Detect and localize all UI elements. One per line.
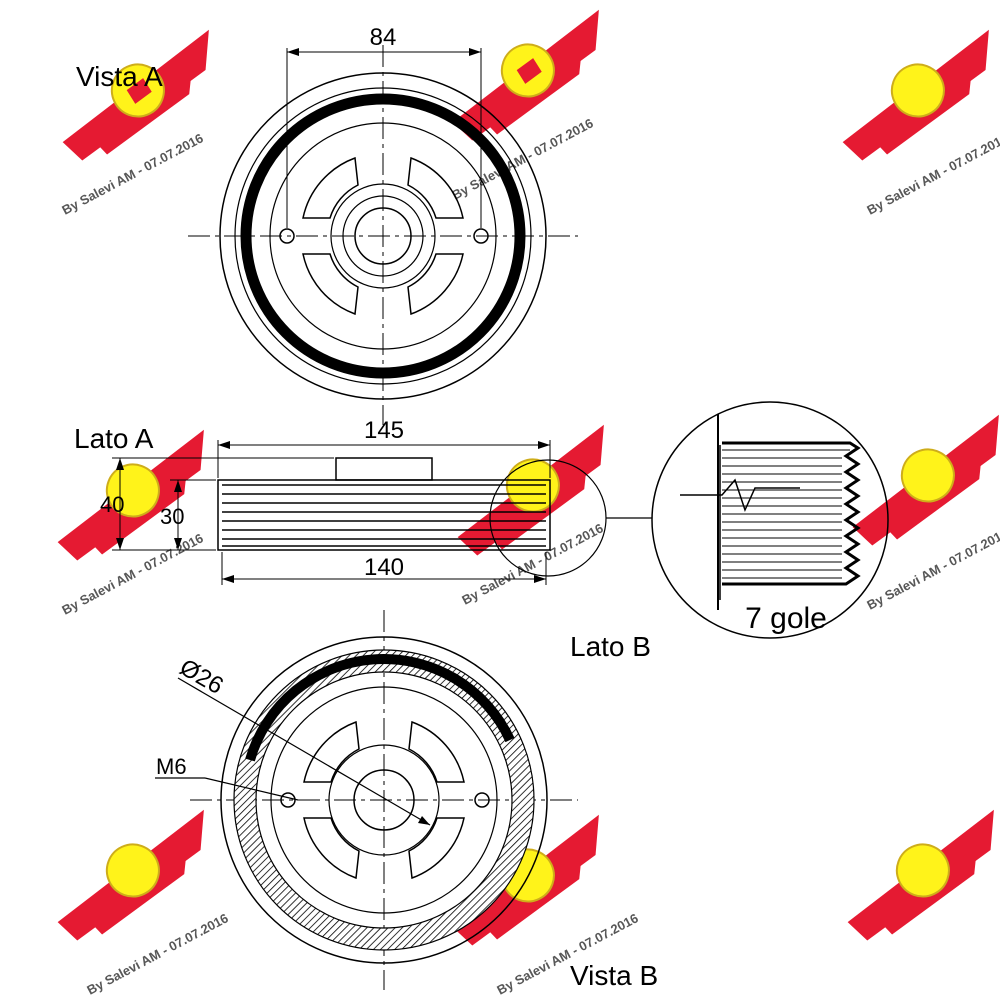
spoke-window — [407, 253, 464, 316]
label-vista-b: Vista B — [570, 960, 658, 991]
arrow — [116, 458, 124, 470]
hub-outer — [328, 744, 440, 856]
arrow — [469, 48, 481, 56]
dim-outer-diameter: 145 — [364, 417, 404, 444]
dim-thread: M6 — [156, 754, 187, 779]
hub-outer — [330, 183, 436, 289]
label-lato-a: Lato A — [74, 423, 154, 454]
spoke-window — [408, 817, 465, 880]
dim-bore: Ø26 — [175, 654, 228, 700]
watermark-logo — [842, 29, 989, 161]
belt-ring-outer — [234, 87, 532, 385]
rib-profile — [722, 441, 861, 586]
hub-mid — [342, 195, 424, 277]
watermark-logo — [57, 809, 204, 941]
spoke-window — [303, 817, 360, 880]
watermark-logo — [452, 9, 599, 141]
spoke-window — [407, 156, 464, 219]
rib-hatch — [722, 449, 850, 579]
bolt-hole — [280, 792, 296, 808]
outer-rim — [220, 636, 548, 964]
bolt-hole — [279, 228, 295, 244]
arrow — [116, 538, 124, 550]
arrow — [222, 575, 234, 583]
spoke-window — [302, 253, 359, 316]
hatched-ring-inner-edge — [255, 671, 513, 929]
belt-ribs — [222, 484, 546, 547]
bolt-hole — [473, 228, 489, 244]
dim-belt-width: 140 — [364, 554, 404, 581]
outer-rim — [219, 72, 547, 400]
hub-disc — [270, 686, 498, 914]
bolt-hole — [474, 792, 490, 808]
watermark-logo — [847, 809, 994, 941]
label-vista-a: Vista A — [76, 61, 163, 92]
bore — [353, 769, 415, 831]
hatched-ring-outer-edge — [233, 649, 535, 951]
break-symbol — [680, 478, 800, 513]
bore-dim-leader — [177, 677, 431, 826]
watermark-logo — [852, 414, 999, 546]
arrow — [418, 816, 430, 825]
spoke-window — [302, 156, 359, 219]
dim-overall-height: 40 — [100, 492, 124, 517]
pulley-body — [217, 479, 551, 551]
vista-a-view — [188, 45, 578, 425]
arrow — [538, 441, 550, 449]
vista-b-view — [155, 610, 578, 990]
label-gole: 7 gole — [745, 602, 827, 635]
arrow — [287, 48, 299, 56]
thread-leader — [204, 777, 299, 801]
spoke-window — [408, 720, 465, 783]
solid-ring-arc — [245, 654, 515, 762]
label-lato-b: Lato B — [570, 631, 651, 662]
arrow — [174, 480, 182, 492]
watermark-text: By Salevi AM - 07.07.2016 — [864, 525, 1000, 612]
lato-a-view — [112, 440, 652, 585]
hub-disc — [269, 122, 497, 350]
rubber-ring — [240, 93, 526, 379]
rib-detail-view — [651, 401, 889, 639]
dim-bolt-spacing: 84 — [370, 24, 397, 51]
detail-circle — [651, 401, 889, 639]
spoke-window — [303, 720, 360, 783]
arrow — [534, 575, 546, 583]
hub-boss — [335, 457, 433, 481]
arrow — [218, 441, 230, 449]
arrow — [174, 538, 182, 550]
watermark-logo — [62, 29, 209, 161]
dim-rib-height: 30 — [160, 504, 184, 529]
bore — [354, 207, 412, 265]
